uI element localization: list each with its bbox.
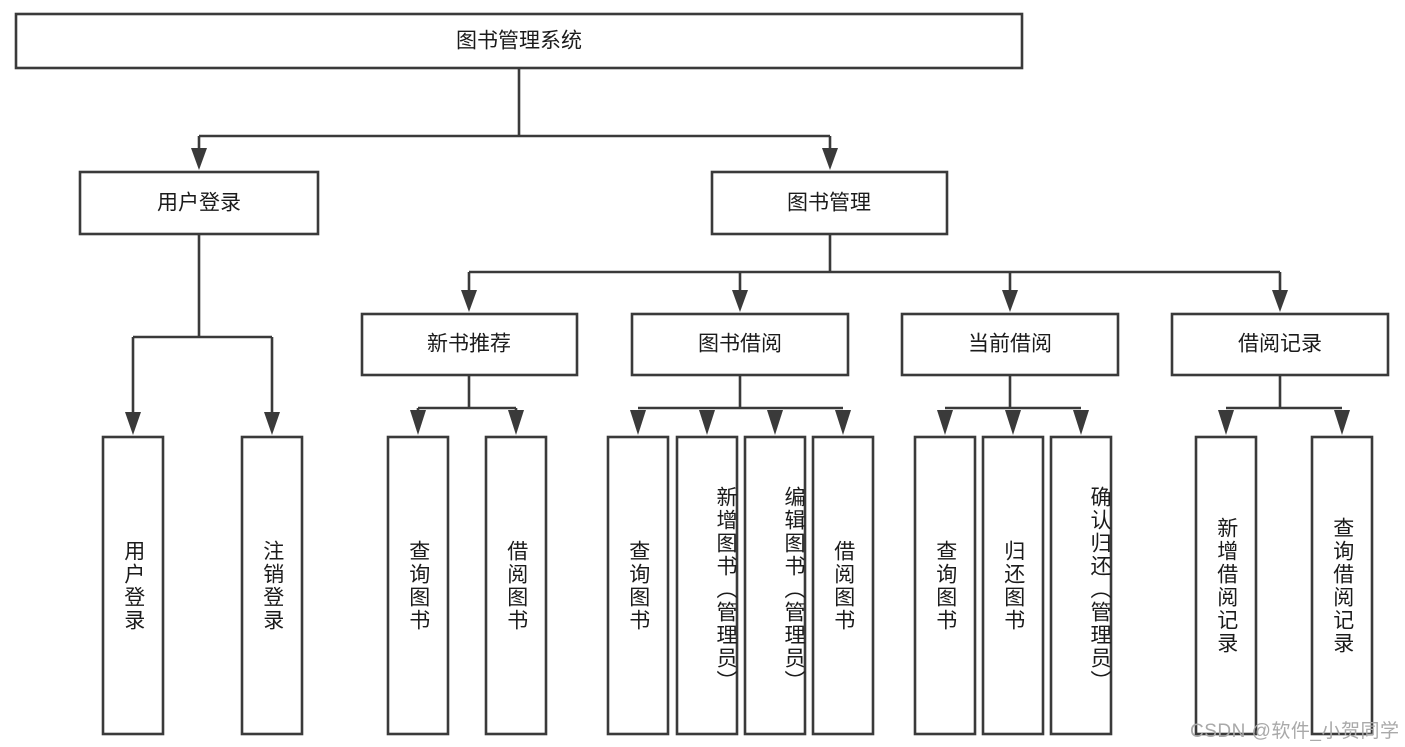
node-box-borrow-book-1[interactable]	[484, 435, 548, 736]
node-label-user-login: 用户登录	[157, 192, 241, 215]
arrow-head-borrow-record	[1272, 290, 1288, 312]
node-label-new-book-recommend: 新书推荐	[427, 333, 511, 356]
arrow-head-query-book-2	[630, 410, 646, 435]
node-box-edit-book-admin[interactable]	[743, 435, 807, 736]
arrow-head-query-borrow-record	[1334, 410, 1350, 435]
arrow-head-query-book-3	[937, 410, 953, 435]
arrow-head-return-book	[1005, 410, 1021, 435]
node-label-book-management: 图书管理	[787, 192, 871, 215]
connector-group-current-borrow	[937, 375, 1089, 435]
node-box-new-book-recommend[interactable]	[360, 312, 579, 377]
connector-group-book-borrow	[630, 375, 851, 435]
node-box-query-book-2[interactable]	[606, 435, 670, 736]
node-box-add-book-admin[interactable]	[675, 435, 739, 736]
node-label-root: 图书管理系统	[456, 30, 582, 53]
connector-group-user-login	[125, 234, 280, 435]
arrow-head-borrow-book-1	[508, 410, 524, 435]
node-box-book-management[interactable]	[710, 170, 949, 236]
arrow-head-user-login-do	[125, 412, 141, 435]
connector-group-borrow-record	[1218, 375, 1350, 435]
node-box-borrow-record[interactable]	[1170, 312, 1390, 377]
arrow-head-borrow-book-2	[835, 410, 851, 435]
connector-group-new-book-recommend	[410, 375, 524, 435]
arrow-head-book-borrow	[732, 290, 748, 312]
arrow-head-confirm-return-admin	[1073, 410, 1089, 435]
node-label-current-borrow: 当前借阅	[968, 333, 1052, 356]
node-label-borrow-record: 借阅记录	[1238, 333, 1322, 356]
arrow-head-add-book-admin	[699, 410, 715, 435]
arrow-head-add-borrow-record	[1218, 410, 1234, 435]
arrow-head-user-login	[191, 148, 207, 170]
node-label-book-borrow: 图书借阅	[698, 333, 782, 356]
node-box-return-book[interactable]	[981, 435, 1045, 736]
node-box-query-book-1[interactable]	[386, 435, 450, 736]
connector-group-book-management	[461, 234, 1288, 312]
node-box-borrow-book-2[interactable]	[811, 435, 875, 736]
node-box-root[interactable]	[14, 12, 1024, 70]
arrow-head-book-management	[822, 148, 838, 170]
node-box-query-borrow-record[interactable]	[1310, 435, 1374, 736]
arrow-head-current-borrow	[1002, 290, 1018, 312]
node-box-add-borrow-record[interactable]	[1194, 435, 1258, 736]
node-box-current-borrow[interactable]	[900, 312, 1120, 377]
arrow-head-new-book-recommend	[461, 290, 477, 312]
connector-group-root	[191, 68, 838, 170]
arrow-head-user-logout	[264, 412, 280, 435]
watermark-text: CSDN @软件_小贺同学	[1190, 721, 1400, 742]
node-box-user-login[interactable]	[78, 170, 320, 236]
arrow-head-edit-book-admin	[767, 410, 783, 435]
arrow-head-query-book-1	[410, 410, 426, 435]
node-box-book-borrow[interactable]	[630, 312, 850, 377]
node-box-user-logout[interactable]	[240, 435, 304, 736]
node-box-query-book-3[interactable]	[913, 435, 977, 736]
node-box-user-login-do[interactable]	[101, 435, 165, 736]
node-box-confirm-return-admin[interactable]	[1049, 435, 1113, 736]
